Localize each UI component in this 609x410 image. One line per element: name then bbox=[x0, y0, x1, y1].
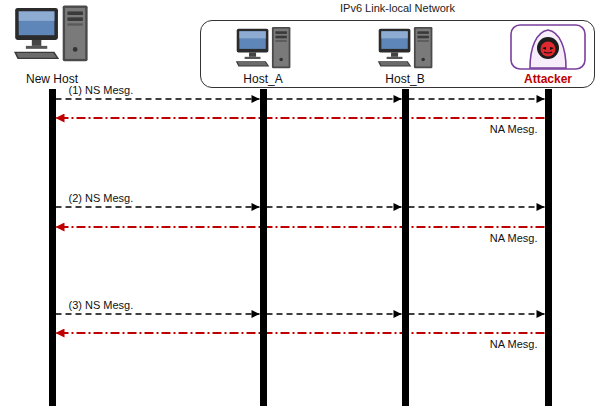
ns-message-arrow bbox=[409, 98, 545, 100]
host-node: Host_B bbox=[381, 72, 429, 406]
message-label: (3) NS Mesg. bbox=[68, 299, 135, 312]
ns-message-arrow bbox=[409, 206, 545, 208]
ns-message-arrow bbox=[267, 98, 402, 100]
host-node: Attacker bbox=[520, 72, 577, 406]
host-label: New Host bbox=[22, 72, 83, 86]
message-label: NA Mesg. bbox=[489, 338, 539, 351]
lifeline bbox=[402, 89, 409, 406]
lifeline bbox=[260, 89, 267, 406]
host-label: Host_B bbox=[381, 72, 429, 86]
network-title: IPv6 Link-local Network bbox=[201, 2, 594, 14]
message-label: (2) NS Mesg. bbox=[68, 192, 135, 205]
computer-icon bbox=[14, 6, 88, 62]
message-label: NA Mesg. bbox=[489, 232, 539, 245]
na-message-arrow bbox=[56, 117, 545, 119]
na-message-arrow bbox=[56, 332, 545, 334]
ns-message-arrow bbox=[267, 313, 402, 315]
ns-message-arrow bbox=[267, 206, 402, 208]
na-message-arrow bbox=[56, 226, 545, 228]
host-label: Host_A bbox=[239, 72, 287, 86]
host-label: Attacker bbox=[520, 72, 577, 86]
host-node: New Host bbox=[22, 72, 83, 406]
computer-icon bbox=[236, 27, 291, 68]
message-label: NA Mesg. bbox=[489, 123, 539, 136]
host-node: Host_A bbox=[239, 72, 287, 406]
network-frame: IPv6 Link-local NetworkHost_AHost_BAttac… bbox=[200, 20, 595, 88]
attacker-icon bbox=[511, 25, 585, 69]
lifeline bbox=[49, 89, 56, 406]
computer-icon bbox=[378, 27, 433, 68]
ns-message-arrow bbox=[56, 206, 260, 208]
ns-message-arrow bbox=[56, 98, 260, 100]
ns-message-arrow bbox=[56, 313, 260, 315]
ns-message-arrow bbox=[409, 313, 545, 315]
lifeline bbox=[545, 89, 552, 406]
